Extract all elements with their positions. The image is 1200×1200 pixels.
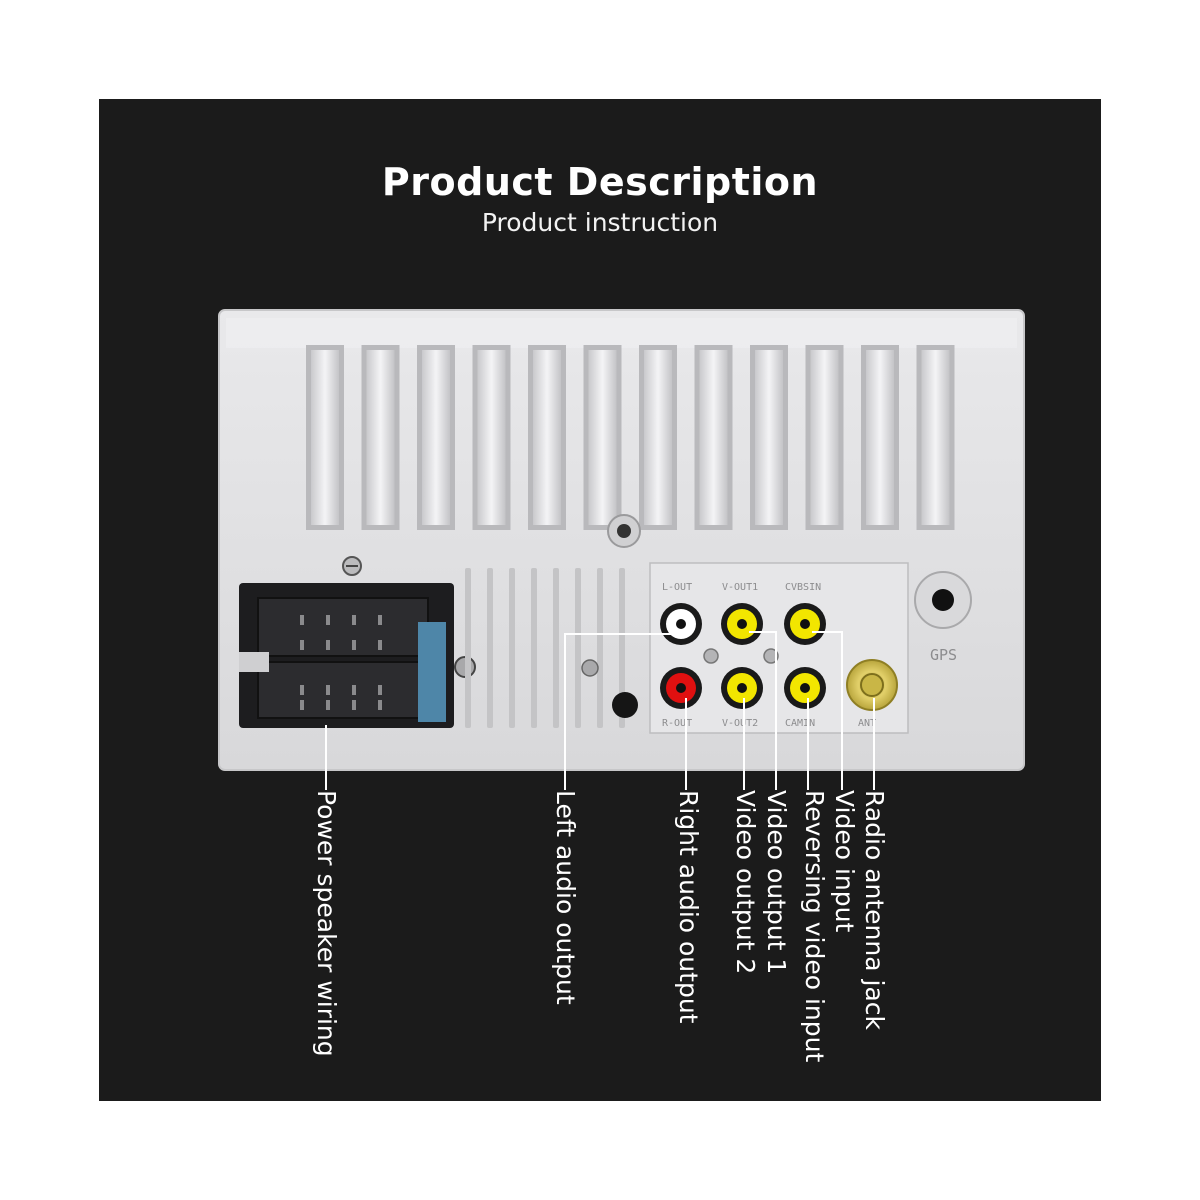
vent-slot bbox=[575, 568, 581, 728]
callout-line-video-out-1 bbox=[749, 631, 777, 790]
page-subtitle: Product instruction bbox=[481, 208, 719, 237]
vent-slot bbox=[487, 568, 493, 728]
rca-jack-right-audio bbox=[660, 667, 702, 709]
connector-pin bbox=[378, 700, 382, 710]
small-screw bbox=[581, 659, 599, 677]
connector-pin bbox=[352, 640, 356, 650]
heat-sink-fin bbox=[528, 345, 566, 530]
svg-text:V-OUT1: V-OUT1 bbox=[722, 582, 758, 593]
heat-sink-fin bbox=[583, 345, 622, 530]
callout-label-reversing-video: Reversing video input bbox=[800, 790, 829, 1063]
page-title: Product Description bbox=[381, 160, 819, 204]
connector-pin bbox=[300, 640, 304, 650]
callout-label-radio-antenna: Radio antenna jack bbox=[860, 790, 889, 1030]
callout-label-video-out-2: Video output 2 bbox=[731, 790, 760, 975]
vent-slots bbox=[465, 568, 625, 728]
vent-slot bbox=[619, 568, 625, 728]
callout-label-power: Power speaker wiring bbox=[312, 790, 341, 1057]
svg-text:CVBSIN: CVBSIN bbox=[785, 582, 821, 593]
heat-sink-fin bbox=[750, 345, 788, 530]
radio-antenna-jack bbox=[846, 659, 898, 711]
mic-jack bbox=[612, 692, 638, 718]
connector-pin bbox=[352, 700, 356, 710]
connector-pin bbox=[300, 700, 304, 710]
connector-pin bbox=[352, 615, 356, 625]
callout-label-video-input: Video input bbox=[830, 790, 859, 933]
heat-sink-fin bbox=[417, 345, 455, 530]
connector-pin bbox=[352, 685, 356, 695]
callout-line-left-audio bbox=[564, 633, 677, 790]
heat-sink-fin bbox=[639, 345, 677, 530]
connector-pin bbox=[300, 685, 304, 695]
heat-sink-fin bbox=[472, 345, 511, 530]
connector-pin bbox=[326, 700, 330, 710]
connector-pin bbox=[378, 640, 382, 650]
callout-label-video-out-1: Video output 1 bbox=[762, 790, 791, 975]
connector-pin bbox=[300, 615, 304, 625]
svg-text:V-OUT2: V-OUT2 bbox=[722, 718, 758, 729]
power-connector bbox=[239, 556, 476, 728]
vent-slot bbox=[531, 568, 537, 728]
callout-label-right-audio: Right audio output bbox=[674, 790, 703, 1024]
svg-text:CAMIN: CAMIN bbox=[785, 718, 815, 729]
connector-pin bbox=[378, 615, 382, 625]
svg-text:ANT: ANT bbox=[858, 718, 876, 729]
vent-slot bbox=[465, 568, 471, 728]
heat-sink-fin bbox=[861, 345, 899, 530]
heat-sink-fin bbox=[694, 345, 733, 530]
vent-slot bbox=[509, 568, 515, 728]
connector-pin bbox=[378, 685, 382, 695]
connector-pin bbox=[326, 640, 330, 650]
connector-pin bbox=[326, 685, 330, 695]
svg-text:GPS: GPS bbox=[930, 646, 957, 664]
connector-pin bbox=[326, 615, 330, 625]
heat-sink-fin bbox=[361, 345, 400, 530]
callout-label-left-audio: Left audio output bbox=[551, 790, 580, 1005]
heat-sink-fins bbox=[306, 345, 955, 530]
callout-line-video-input bbox=[812, 631, 843, 790]
port-marks: L-OUT V-OUT1 CVBSIN R-OUT V-OUT2 CAMIN A… bbox=[662, 582, 957, 729]
heat-sink-fin bbox=[805, 345, 844, 530]
callout-lines bbox=[325, 631, 875, 790]
svg-text:L-OUT: L-OUT bbox=[662, 582, 692, 593]
vent-slot bbox=[597, 568, 603, 728]
gps-jack bbox=[914, 571, 972, 629]
center-screw bbox=[607, 514, 641, 548]
heat-sink-fin bbox=[306, 345, 344, 530]
heat-sink-fin bbox=[916, 345, 955, 530]
rca-jack-left-audio bbox=[660, 603, 702, 645]
svg-text:R-OUT: R-OUT bbox=[662, 718, 692, 729]
rca-jack-video-input bbox=[784, 603, 826, 645]
rca-jack-video-out-2 bbox=[721, 667, 763, 709]
rca-jack-reversing-video bbox=[784, 667, 826, 709]
vent-slot bbox=[553, 568, 559, 728]
rca-jack-video-out-1 bbox=[721, 603, 763, 645]
